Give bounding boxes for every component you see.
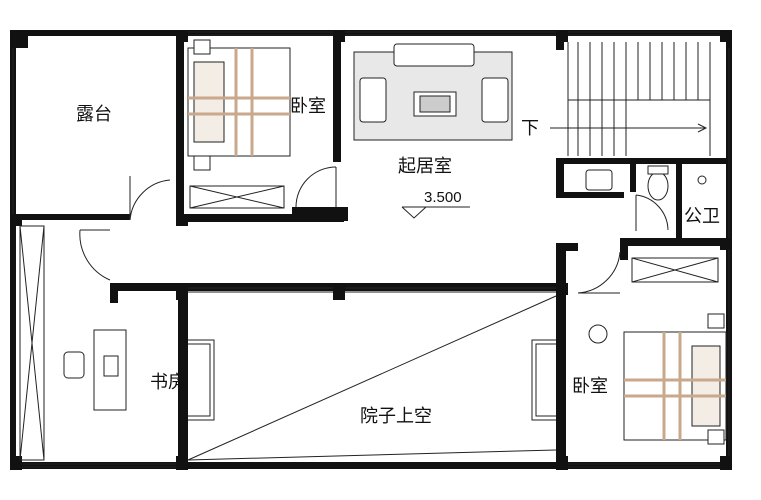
- bed-south: [588, 257, 727, 445]
- bed-north: [187, 39, 291, 209]
- doors: [79, 166, 669, 294]
- label-bedroom-north: 卧室: [290, 96, 326, 117]
- elevation-label: 3.500: [424, 189, 462, 206]
- study-glazing: [19, 225, 45, 461]
- label-living-room: 起居室: [398, 156, 452, 177]
- stairs: [550, 42, 711, 156]
- label-terrace: 露台: [76, 104, 112, 125]
- courtyard-void: [187, 295, 557, 461]
- label-courtyard-void: 院子上空: [360, 406, 432, 427]
- label-study: 书房: [150, 372, 186, 393]
- elevation-marker: [401, 206, 470, 219]
- windows: [12, 31, 730, 468]
- label-stairs-down: 下: [521, 118, 539, 139]
- bath-fixtures: [585, 165, 707, 201]
- label-bedroom-south: 卧室: [572, 376, 608, 397]
- label-public-bath: 公卫: [684, 206, 720, 227]
- walls: [10, 30, 732, 470]
- sofa-set: [353, 43, 513, 141]
- study-desk: [63, 329, 127, 411]
